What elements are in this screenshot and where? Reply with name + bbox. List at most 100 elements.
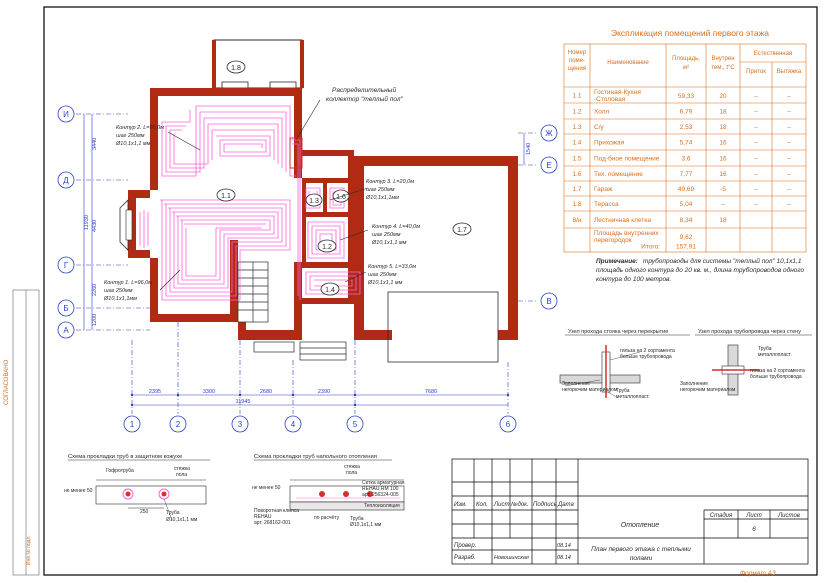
stamp-podp: Подпись xyxy=(533,502,557,508)
vent-out: – xyxy=(787,124,791,131)
stamp-ndok: №док. xyxy=(511,501,529,508)
axis-d: Д xyxy=(63,176,69,185)
vent-out: – xyxy=(787,140,791,147)
heating-pipes xyxy=(139,105,361,301)
scheme2-pipe-2: Ø10,1x1,1 мм xyxy=(350,522,382,528)
explication-table: Экспликация помещений первого этажа Номе… xyxy=(563,28,807,283)
dim-4430: 4430 xyxy=(92,220,98,232)
stamp-author: Новошинская xyxy=(494,555,529,561)
room-number: 1.6 xyxy=(572,171,581,178)
dim-11945: 11945 xyxy=(236,399,251,405)
vent-in: – xyxy=(754,171,758,178)
scheme2-screed-2: пола xyxy=(346,470,357,476)
scheme2-holder-2: REHAU xyxy=(254,514,272,520)
node2-fill-2: негорючим материалом xyxy=(680,387,736,393)
node2-title: Узел прохода трубопровода через стену xyxy=(698,329,801,335)
room-area: 3,6 xyxy=(681,156,690,163)
scheme2-pipe-1: Труба xyxy=(350,516,364,522)
vent-in: – xyxy=(754,109,758,116)
room-name: С/у xyxy=(594,124,605,131)
room-number: 1.1 xyxy=(572,93,581,100)
contour-1-dia: Ø10,1x1,1мм xyxy=(103,296,137,302)
vent-out: – xyxy=(787,201,791,208)
walls-garage xyxy=(354,156,518,340)
room-name: Под-бное помещение xyxy=(594,155,660,163)
walls-core xyxy=(302,150,362,304)
node1-fill-1: Заполнение xyxy=(562,381,590,387)
contour-2-step: шаг 250мм xyxy=(116,133,145,139)
room-area: 2,53 xyxy=(680,124,693,131)
th-num-3: щения xyxy=(568,66,586,72)
vent-in: – xyxy=(754,201,758,208)
stamp-prov: Провер. xyxy=(454,543,476,549)
vent-out: – xyxy=(787,109,791,116)
scheme1-gofr: Гофротруба xyxy=(106,468,134,474)
scheme2-min: не менее 50 xyxy=(252,485,281,491)
room-area: 6,79 xyxy=(680,109,693,116)
room-temp: -5 xyxy=(720,186,726,193)
dim-11930: 11930 xyxy=(84,215,90,230)
th-area-2: м² xyxy=(683,65,689,71)
room-name: Гараж xyxy=(594,186,613,193)
th-vent: Естественная xyxy=(754,51,792,57)
vent-out: – xyxy=(787,93,791,100)
stamp-izm: Изм. xyxy=(454,502,467,508)
room-number: 1.3 xyxy=(572,124,581,131)
vent-in: – xyxy=(754,156,758,163)
contour-3-step: шаг 250мм xyxy=(366,187,395,193)
detail-node-wall: Узел прохода трубопровода через стену Тр… xyxy=(680,329,812,396)
node1-sleeve-1: гильза на 2 сортамента xyxy=(620,348,675,354)
collector-label-2: коллектор "теплый пол" xyxy=(326,95,404,103)
contour-4-len: Контур 4. L=40,0м xyxy=(372,224,420,230)
stamp-sheet: Лист xyxy=(745,513,761,519)
room-area: 59,33 xyxy=(678,93,695,100)
axis-1: 1 xyxy=(130,420,135,429)
stamp-kol: Кол. xyxy=(476,502,488,508)
title-block: Изм. Кол. Лист №док. Подпись Дата Провер… xyxy=(451,458,809,565)
scheme2-insul: Теплоизоляция xyxy=(364,503,400,509)
room-1-6: 1.6 xyxy=(336,194,346,201)
vent-in: – xyxy=(754,93,758,100)
th-vent-out: Вытяжка xyxy=(777,69,802,75)
node2-pipe-1: Труба xyxy=(758,346,772,352)
room-number: 1.5 xyxy=(572,156,581,163)
stamp-date1: 08.14 xyxy=(557,543,571,549)
scheme2-calc: по расчёту xyxy=(314,515,340,521)
stamp-title-1: План первого этажа с теплыми xyxy=(591,546,691,553)
stamp-razr: Разраб. xyxy=(454,555,476,561)
scheme1-pipe-1: Труба xyxy=(166,510,180,516)
node1-pipe-2: металлопласт. xyxy=(616,394,650,400)
room-area: 5,04 xyxy=(680,201,693,208)
contour-1-step: шаг 250мм xyxy=(104,288,133,294)
room-name: Лестничная клетка xyxy=(594,217,651,224)
stamp-title-2: полами xyxy=(630,555,653,562)
axis-b: Б xyxy=(63,304,68,313)
scheme1-step: 250 xyxy=(140,509,149,515)
th-name: Наименование xyxy=(607,60,649,66)
detail-node-slab: Узел прохода стояка через перекрытие гил… xyxy=(559,329,690,400)
room-area: 157,91 xyxy=(676,244,696,251)
contour-2-dia: Ø10,1x1,1 мм xyxy=(115,141,151,147)
callouts xyxy=(159,99,369,291)
axis-zh: Ж xyxy=(545,129,553,138)
scheme2-screed-1: стяжка xyxy=(344,464,360,470)
note-line3: контура до 100 метров. xyxy=(596,275,671,283)
total-label: Итого: xyxy=(641,244,660,251)
vent-in: – xyxy=(754,140,758,147)
room-1-1: 1.1 xyxy=(221,193,231,200)
contour-3-dia: Ø10,1x1,1мм xyxy=(365,195,399,201)
room-temp: 16 xyxy=(719,156,727,163)
th-num-1: Номер xyxy=(568,50,587,56)
room-area: 7,77 xyxy=(680,171,693,178)
note-label: Примечание: xyxy=(596,258,638,265)
room-1-4: 1.4 xyxy=(325,287,335,294)
dim-2260: 2260 xyxy=(92,284,98,296)
axis-e: Е xyxy=(546,161,551,170)
vent-in: – xyxy=(754,124,758,131)
scheme1-title: Схема прокладки труб в защитном кожухе xyxy=(68,454,182,460)
vent-in: – xyxy=(754,186,758,193)
dim-2390: 2390 xyxy=(318,389,330,395)
contour-3-len: Контур 3. L=20,0м xyxy=(366,179,414,185)
explication-title: Экспликация помещений первого этажа xyxy=(611,28,769,38)
